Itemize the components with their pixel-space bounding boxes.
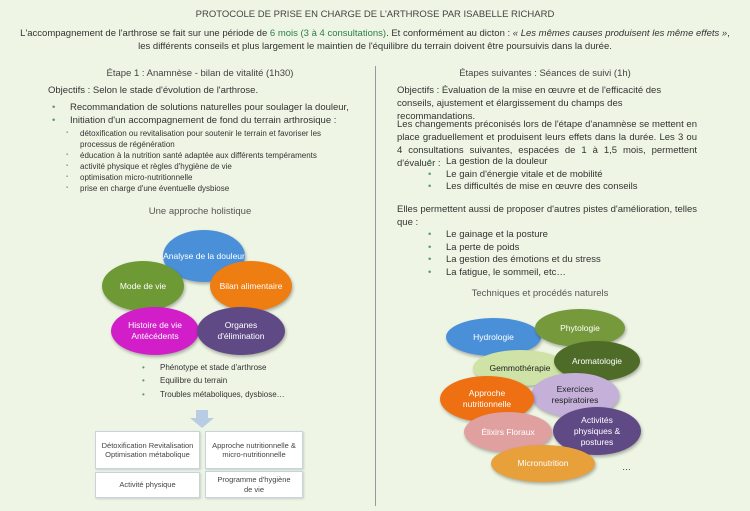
right-bullets-1: La gestion de la douleur Le gain d'énerg… bbox=[428, 156, 688, 194]
ellipse-micronutrition: Micronutrition bbox=[491, 445, 595, 482]
right-paragraph-1: Les changements préconisés lors de l'éta… bbox=[397, 119, 697, 169]
duration-highlight: 6 mois (3 à 4 consultations) bbox=[269, 28, 387, 39]
intro-quote: « Les mêmes causes produisent les même e… bbox=[512, 28, 728, 39]
intro-part1: L'accompagnement de l'arthrose se fait s… bbox=[20, 28, 270, 39]
ellipse-hydrologie: Hydrologie bbox=[446, 318, 541, 356]
intro-part3: , bbox=[727, 28, 730, 39]
list-item: détoxification ou revitalisation pour so… bbox=[66, 128, 356, 150]
intro-part2: . Et conformément au dicton : bbox=[386, 28, 513, 39]
right-paragraph-2: Elles permettent aussi de proposer d'aut… bbox=[397, 204, 697, 228]
list-item: La perte de poids bbox=[428, 242, 688, 255]
left-sub-bullets: détoxification ou revitalisation pour so… bbox=[66, 128, 356, 194]
list-item: optimisation micro-nutritionnelle bbox=[66, 172, 356, 183]
ellipse-mode-de-vie: Mode de vie bbox=[102, 261, 184, 311]
techniques-title: Techniques et procédés naturels bbox=[471, 288, 609, 299]
right-bullets-2: Le gainage et la posture La perte de poi… bbox=[428, 229, 688, 279]
right-heading: Étapes suivantes : Séances de suivi (1h) bbox=[459, 68, 631, 79]
list-item: prise en charge d'une éventuelle dysbios… bbox=[66, 183, 356, 194]
box-activite-physique: Activité physique bbox=[95, 472, 200, 498]
intro-text: L'accompagnement de l'arthrose se fait s… bbox=[0, 27, 750, 53]
holistic-bullets: Phénotype et stade d'arthrose Equilibre … bbox=[142, 361, 292, 400]
list-item: La gestion de la douleur bbox=[428, 156, 688, 169]
list-item: Le gainage et la posture bbox=[428, 229, 688, 242]
ellipse-organes-elimination: Organes d'élimination bbox=[197, 307, 285, 355]
box-approche-nutritionnelle: Approche nutritionnelle & micro-nutritio… bbox=[205, 431, 303, 469]
list-item: Initiation d'un accompagnement de fond d… bbox=[52, 115, 362, 128]
left-objectives: Objectifs : Selon le stade d'évolution d… bbox=[48, 85, 259, 96]
list-item: Les difficultés de mise en œuvre des con… bbox=[428, 181, 688, 194]
ellipse-histoire-de-vie: Histoire de vie Antécédents bbox=[111, 307, 199, 355]
ellipse-phytologie: Phytologie bbox=[535, 309, 625, 347]
holistic-title: Une approche holistique bbox=[148, 206, 252, 217]
ellipse-bilan-alimentaire: Bilan alimentaire bbox=[210, 261, 292, 311]
right-objectives: Objectifs : Évaluation de la mise en œuv… bbox=[397, 85, 662, 122]
box-detoxification: Détoxification Revitalisation Optimisati… bbox=[95, 431, 200, 469]
list-item: Le gain d'énergie vitale et de mobilité bbox=[428, 169, 688, 182]
list-item: La gestion des émotions et du stress bbox=[428, 254, 688, 267]
down-arrow-icon bbox=[190, 410, 214, 428]
list-item: La fatigue, le sommeil, etc… bbox=[428, 267, 688, 280]
box-programme-hygiene: Programme d'hygiène de vie bbox=[205, 471, 303, 498]
more-ellipsis: … bbox=[622, 462, 631, 472]
list-item: Troubles métaboliques, dysbiose… bbox=[142, 390, 292, 400]
intro-line2: les différents conseils et plus largemen… bbox=[138, 41, 612, 52]
left-bullets: Recommandation de solutions naturelles p… bbox=[52, 102, 362, 127]
column-divider bbox=[375, 66, 376, 506]
left-heading: Étape 1 : Anamnèse - bilan de vitalité (… bbox=[106, 68, 294, 79]
list-item: activité physique et règles d'hygiène de… bbox=[66, 161, 356, 172]
list-item: Recommandation de solutions naturelles p… bbox=[52, 102, 362, 115]
list-item: Equilibre du terrain bbox=[142, 374, 292, 387]
list-item: éducation à la nutrition santé adaptée a… bbox=[66, 150, 356, 161]
list-item: Phénotype et stade d'arthrose bbox=[142, 361, 292, 374]
page-title: PROTOCOLE DE PRISE EN CHARGE DE L'ARTHRO… bbox=[195, 9, 555, 20]
